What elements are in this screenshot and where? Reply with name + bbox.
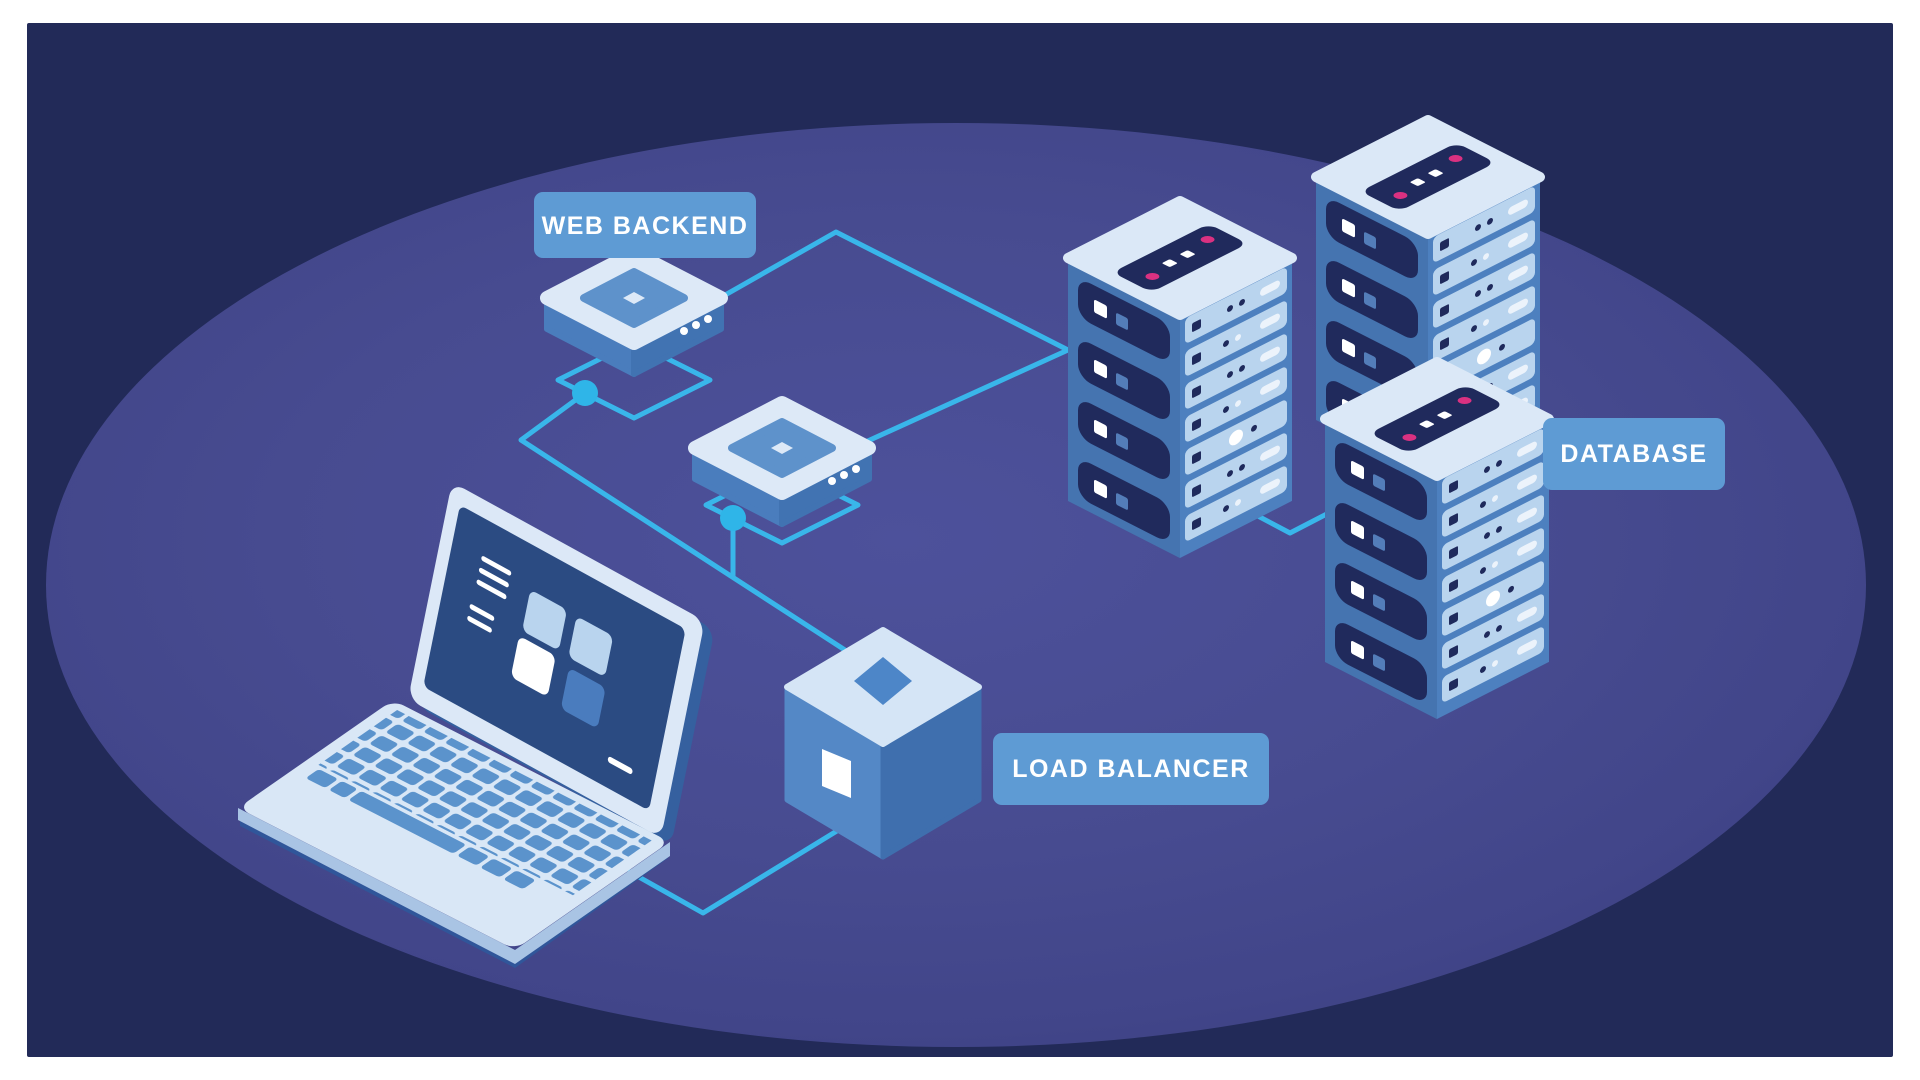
laptop	[238, 487, 713, 968]
junction-dot	[572, 380, 598, 406]
load-balancer-label: LOAD BALANCER	[993, 733, 1269, 805]
link-router1-rack-router2	[657, 229, 1071, 483]
laptop-screen	[410, 487, 713, 841]
connection-lines	[518, 229, 1351, 916]
keyboard-keys	[318, 710, 652, 896]
server-rack-1	[1068, 201, 1292, 558]
cube-top-inset	[854, 657, 912, 705]
web-backend-label: WEB BACKEND	[534, 192, 756, 258]
web-backend-label-text: WEB BACKEND	[542, 212, 749, 240]
database-label: DATABASE	[1543, 418, 1725, 490]
laptop-keyboard	[244, 703, 664, 947]
screen-menu-lines	[467, 556, 512, 633]
link-router1-loadbalancer	[518, 390, 851, 655]
link-laptop-loadbalancer	[627, 823, 848, 916]
spacebar-key	[350, 791, 465, 853]
background-ellipse	[46, 123, 1866, 1047]
database-label-text: DATABASE	[1560, 440, 1707, 468]
server-rack-3	[1325, 362, 1549, 719]
web-backend-label-box	[534, 192, 756, 258]
screen-tiles	[511, 592, 613, 727]
junction-dots	[572, 380, 746, 531]
load-balancer-label-text: LOAD BALANCER	[1012, 755, 1250, 783]
base-side	[238, 808, 670, 964]
cube-side-window	[822, 749, 851, 798]
junction-dot	[720, 505, 746, 531]
load-balancer-label-box	[993, 733, 1269, 805]
screen-dash	[607, 756, 633, 775]
labels: WEB BACKEND LOAD BALANCER DATABASE	[534, 192, 1725, 805]
screen-display	[424, 507, 685, 809]
load-balancer-cube	[784, 627, 982, 860]
keyboard-bottom-row	[307, 770, 535, 889]
database-label-box	[1543, 418, 1725, 490]
